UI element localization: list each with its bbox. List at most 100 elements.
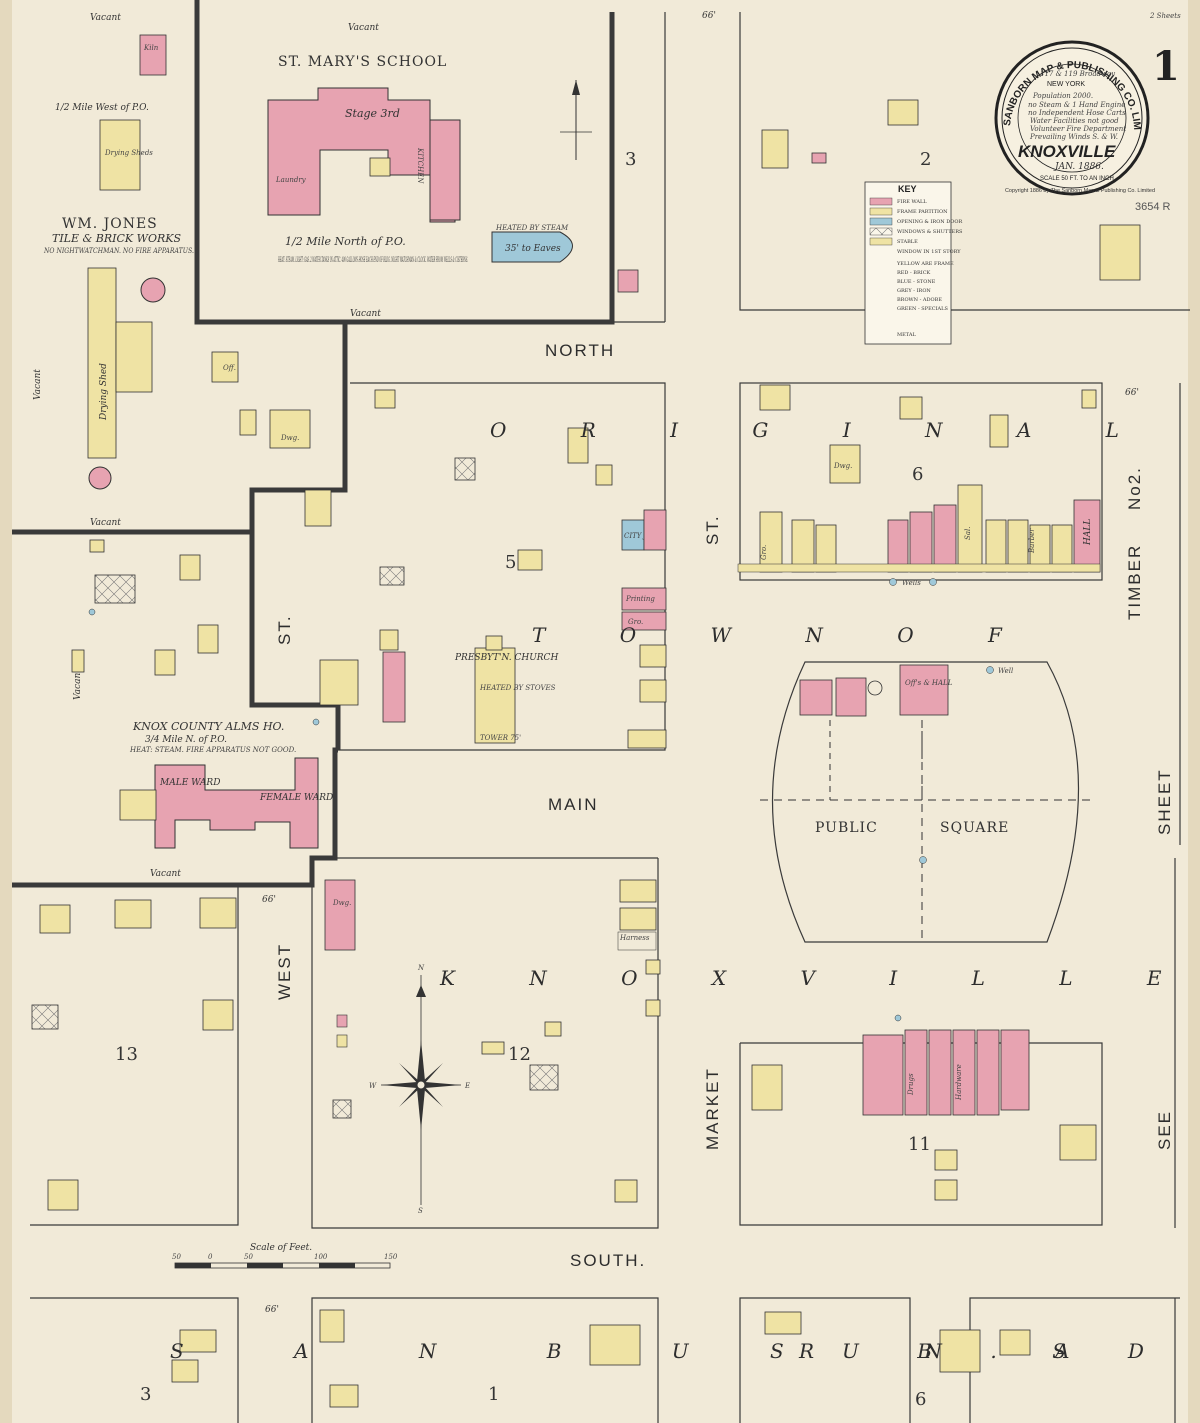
public-square: Off's & HALL PUBLIC SQUARE Well xyxy=(760,664,1095,940)
st-marys-stone-building xyxy=(491,231,573,263)
key-item-3: WINDOWS & SHUTTERS xyxy=(897,229,963,235)
key-item-4: STABLE xyxy=(897,239,918,245)
market-street: MARKET xyxy=(703,1067,722,1150)
st-marys-shed xyxy=(369,157,391,177)
bottom-strip-buildings: 3 1 6 xyxy=(140,1309,1031,1410)
brick-dwelling-5 xyxy=(643,509,667,551)
printing-label: Printing xyxy=(625,595,655,603)
seal-firedept: Volunteer Fire Department xyxy=(1030,125,1126,133)
dwelling-label: Dwg. xyxy=(280,434,299,442)
block-12-buildings: Dwg. Harness 12 xyxy=(324,879,661,1203)
church-tower xyxy=(485,635,503,651)
well-square-label: Well xyxy=(998,667,1013,675)
kiln-e xyxy=(88,466,112,490)
vacant-left-2: Vacant xyxy=(73,669,83,700)
seal-water: Water Facilities not good xyxy=(1030,117,1119,125)
overlay-words: O R I G I N A L T O W N O F K N O X V I … xyxy=(170,418,1200,1363)
jones-tile-brick-works: Kiln Drying Sheds Drying Shed WM. JONES … xyxy=(33,13,194,528)
alms-house: KNOX COUNTY ALMS HO. 3/4 Mile N. of P.O.… xyxy=(73,669,333,879)
jones-title: WM. JONES xyxy=(62,216,158,232)
grocery-5-label: Gro. xyxy=(628,618,643,626)
public-label: PUBLIC xyxy=(815,820,878,836)
eaves-label: 35' to Eaves xyxy=(505,244,561,254)
wells-label: Wells xyxy=(902,579,921,587)
scale-tick-2: 0 xyxy=(208,1253,213,1261)
saloon-label: Sal. xyxy=(964,527,972,540)
grocery-5 xyxy=(621,611,667,631)
presbyterian-label: PRESBYT'N. CHURCH xyxy=(454,653,558,663)
key-item-2: OPENING & IRON DOOR xyxy=(897,219,962,225)
alms-note: HEAT: STEAM. FIRE APPARATUS NOT GOOD. xyxy=(129,746,296,754)
vacant-left-1: Vacant xyxy=(33,369,43,400)
square-label: SQUARE xyxy=(940,820,1009,836)
block-6-buildings: HALL Barber Sal. Gro. Dwg. 6 Wells xyxy=(737,384,1101,587)
st-marys-title: ST. MARY'S SCHOOL xyxy=(278,54,447,70)
key-item-0: FIRE WALL xyxy=(897,199,927,205)
offices-hall xyxy=(899,664,949,716)
town-of-word: T O W N O F xyxy=(532,623,1036,647)
mc-circle xyxy=(867,680,883,696)
sheets-note: 2 Sheets xyxy=(1149,12,1181,20)
kitchen-label: KITCHEN xyxy=(416,147,424,184)
key-item-9: GREY - IRON xyxy=(897,288,931,294)
grocery-6-label: Gro. xyxy=(760,545,768,560)
north-arrow-head xyxy=(572,80,580,95)
seal-date: JAN. 1886. xyxy=(1053,162,1104,172)
block-5-buildings: PRESBYT'N. CHURCH HEATED BY STOVES TOWER… xyxy=(319,389,667,749)
right-edge-shade xyxy=(1188,0,1200,1423)
key-item-12: METAL xyxy=(897,332,916,338)
compass-w: W xyxy=(369,1082,377,1090)
key-heading: KEY xyxy=(898,184,917,194)
block-6-number: 6 xyxy=(912,464,923,485)
barber-label: Barber xyxy=(1028,528,1036,554)
sheet-number: 1 xyxy=(1152,43,1180,90)
key-item-8: BLUE - STONE xyxy=(897,279,936,285)
compass-s: S xyxy=(418,1207,423,1215)
kiln-d xyxy=(140,277,166,303)
drying-sheds-label: Drying Sheds xyxy=(104,149,153,157)
seal-copyright: Copyright 1886 by The Sanborn Map & Publ… xyxy=(1005,188,1155,194)
block-12-number: 12 xyxy=(508,1044,531,1065)
dwelling-12-label: Dwg. xyxy=(332,899,351,907)
city-jail-label: CITY JAIL xyxy=(624,532,659,540)
seal-town: KNOXVILLE xyxy=(1018,142,1116,161)
catalog-stamp: 3654 R xyxy=(1135,201,1171,213)
offices-label: Off. xyxy=(223,364,236,372)
drying-sheds xyxy=(99,119,141,191)
seal-hose: no Independent Hose Carts xyxy=(1028,109,1126,117)
west-po-label: 1/2 Mile West of P.O. xyxy=(55,103,149,113)
key-item-1: FRAME PARTITION xyxy=(897,209,948,215)
alms-distance: 3/4 Mile N. of P.O. xyxy=(145,735,227,745)
seal-population: Population 2000. xyxy=(1032,92,1093,100)
scale-tick-1: 50 xyxy=(172,1253,181,1261)
block-6-south-number: 6 xyxy=(915,1389,926,1410)
map-key: KEY FIRE WALL FRAME PARTITION OPENING & … xyxy=(864,181,963,345)
offices-hall-label: Off's & HALL xyxy=(905,679,953,687)
key-item-5: WINDOW IN 1ST STORY xyxy=(897,249,961,255)
seal-winds: Prevailing Winds S. & W. xyxy=(1029,133,1118,141)
compass-n: N xyxy=(417,964,425,972)
vacant-school-bottom: Vacant xyxy=(350,309,381,319)
printing-building xyxy=(621,587,667,611)
dwelling-6-label: Dwg. xyxy=(833,462,852,470)
well-b xyxy=(88,608,96,616)
street-labels: NORTH MAIN SOUTH. MARKET ST. WEST ST. TI… xyxy=(262,11,1174,1315)
block-2-number: 2 xyxy=(920,149,931,170)
jones-note: NO NIGHTWATCHMAN. NO FIRE APPARATUS. xyxy=(43,247,194,255)
st-marys-annex xyxy=(429,119,461,221)
seal-address: 117 & 119 Broadway xyxy=(1040,70,1116,78)
seal-city: NEW YORK xyxy=(1047,81,1085,88)
vacant-top: Vacant xyxy=(348,23,379,33)
timber-street: TIMBER xyxy=(1125,544,1144,620)
key-item-7: RED - BRICK xyxy=(897,270,931,276)
south-street: SOUTH. xyxy=(570,1251,646,1270)
key-item-10: BROWN - ADOBE xyxy=(897,297,942,303)
kiln-a-label: Kiln xyxy=(143,44,159,52)
width-66-1: 66' xyxy=(702,11,716,21)
well-6b xyxy=(929,578,937,586)
block-3-south-number: 3 xyxy=(140,1384,151,1405)
market-st-label: ST. xyxy=(703,514,722,545)
no2-label: No2. xyxy=(1125,466,1144,510)
